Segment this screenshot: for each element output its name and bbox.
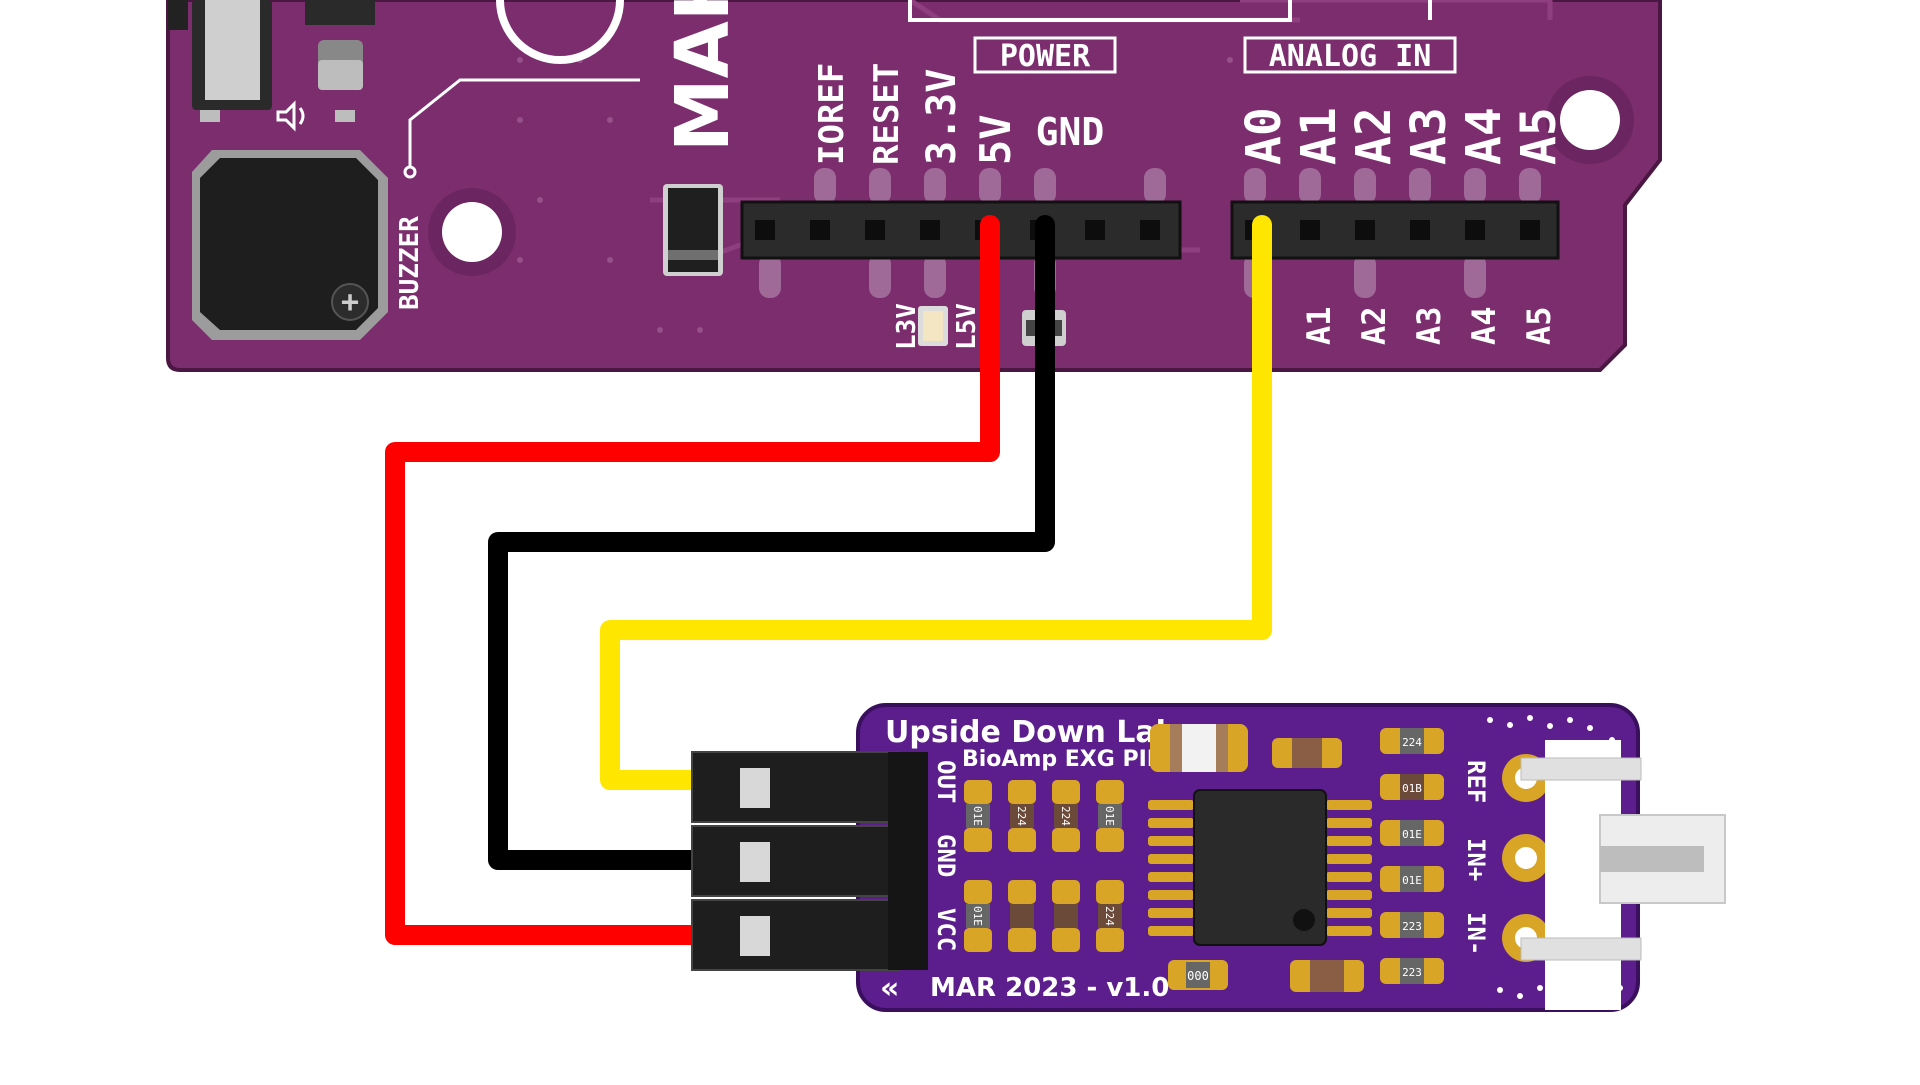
code-01e-a: 01E bbox=[971, 806, 984, 826]
buzzer-trace bbox=[403, 78, 640, 179]
led-label-l3v: L3V bbox=[892, 303, 922, 350]
left-passives: 01E 224 224 01E 01E bbox=[964, 780, 1124, 952]
pin-label-a4-bottom: A4 bbox=[1465, 306, 1503, 345]
power-header bbox=[740, 200, 1182, 260]
smd-part bbox=[305, 0, 375, 25]
code-223-a: 223 bbox=[1402, 920, 1422, 933]
analog-pin-labels-bottom: A1 A2 A3 A4 A5 bbox=[1300, 306, 1558, 345]
top-capacitors bbox=[1150, 724, 1342, 772]
pin-label-a3: A3 bbox=[1401, 107, 1457, 165]
power-switch-knob bbox=[205, 0, 260, 100]
pin-label-gnd: GND bbox=[1036, 110, 1105, 154]
double-chevron-left-icon: « bbox=[880, 971, 899, 1006]
pin-label-a1: A1 bbox=[1291, 107, 1347, 165]
pin-label-a2: A2 bbox=[1346, 107, 1402, 165]
logo-emblem bbox=[496, 0, 624, 64]
smd-part bbox=[335, 110, 355, 122]
electrode-pads bbox=[1502, 754, 1550, 962]
speaker-icon bbox=[276, 100, 305, 132]
pin-label-out: OUT bbox=[932, 760, 960, 803]
mounting-hole-left bbox=[442, 202, 502, 262]
analog-section-box bbox=[1243, 36, 1457, 74]
code-01e-e: 01E bbox=[1402, 874, 1422, 887]
code-224-a: 224 bbox=[1015, 806, 1028, 826]
wires bbox=[385, 215, 1272, 945]
code-01e-b: 01E bbox=[1103, 806, 1116, 826]
bottom-passives: 000 bbox=[1168, 960, 1364, 992]
dupont-out bbox=[691, 751, 899, 823]
code-000: 000 bbox=[1187, 969, 1209, 983]
wire-black-gnd-to-gnd bbox=[488, 215, 1055, 870]
wire-yellow-a0-to-out bbox=[600, 215, 1272, 790]
pin-label-a2-bottom: A2 bbox=[1355, 306, 1393, 345]
bioamp-product: BioAmp EXG PILL bbox=[962, 747, 1175, 772]
code-224-c: 224 bbox=[1103, 906, 1116, 926]
jst-connector bbox=[1520, 740, 1726, 1010]
code-01b: 224 bbox=[1402, 736, 1422, 749]
bioamp-board: Upside Down Labs BioAmp EXG PILL MAR 202… bbox=[691, 703, 1726, 1012]
pin-label-a1-bottom: A1 bbox=[1300, 306, 1338, 345]
code-01e-d: 01E bbox=[1402, 828, 1422, 841]
pin-traces bbox=[759, 168, 1541, 298]
bioamp-brand: Upside Down Labs bbox=[885, 715, 1195, 750]
analog-header bbox=[1230, 200, 1560, 260]
code-01e-c: 01E bbox=[971, 906, 984, 926]
led-label-l5v: L5V bbox=[952, 303, 982, 350]
plus-icon: + bbox=[341, 285, 359, 320]
pin-label-a5-bottom: A5 bbox=[1520, 306, 1558, 345]
pin-label-3v3: 3.3V bbox=[919, 69, 965, 165]
pin-label-bio-gnd: GND bbox=[932, 834, 960, 877]
analog-section-label: ANALOG IN bbox=[1269, 39, 1432, 74]
analog-pin-labels: A0 A1 A2 A3 A4 A5 bbox=[1236, 107, 1567, 165]
pcb-vias bbox=[517, 57, 1493, 333]
diode bbox=[663, 184, 723, 276]
usb-connector bbox=[168, 0, 188, 30]
buzzer-label: BUZZER bbox=[395, 216, 425, 310]
power-section-label: POWER bbox=[1000, 39, 1091, 74]
pin-label-in-plus: IN+ bbox=[1462, 838, 1490, 881]
mounting-hole-right bbox=[1560, 90, 1620, 150]
pin-label-a5: A5 bbox=[1511, 107, 1567, 165]
bioamp-version: MAR 2023 - v1.0 bbox=[930, 973, 1169, 1003]
code-224-b: 224 bbox=[1059, 806, 1072, 826]
wire-red-5v-to-vcc bbox=[385, 215, 1000, 945]
pin-label-a4: A4 bbox=[1456, 107, 1512, 165]
buzzer-component: + bbox=[192, 150, 388, 340]
pin-label-a0: A0 bbox=[1236, 107, 1292, 165]
pin-label-5v: 5V bbox=[971, 114, 1020, 165]
dupont-connectors bbox=[691, 751, 928, 971]
dupont-gnd bbox=[691, 825, 899, 897]
code-223-b: 223 bbox=[1402, 966, 1422, 979]
pin-label-vcc: VCC bbox=[932, 908, 960, 951]
smd-part bbox=[318, 60, 363, 90]
smd-part bbox=[200, 110, 220, 122]
section-frame bbox=[908, 0, 1432, 22]
pin-label-in-minus: IN- bbox=[1462, 912, 1490, 955]
dupont-vcc bbox=[691, 899, 899, 971]
logo-text: MAK bbox=[660, 0, 746, 152]
ic-chip bbox=[1148, 789, 1372, 946]
pin-label-reset: RESET bbox=[867, 63, 907, 165]
right-passives: 224 01B 01E 01E 223 223 bbox=[1380, 728, 1444, 984]
pin-label-ioref: IOREF bbox=[812, 63, 852, 165]
arduino-pcb bbox=[166, 0, 1662, 372]
power-section-box bbox=[973, 36, 1117, 74]
pin-label-a3-bottom: A3 bbox=[1410, 306, 1448, 345]
arduino-board: + BUZZER MAK POWER ANALOG IN IOREF RE bbox=[166, 0, 1662, 372]
pin-label-ref: REF bbox=[1462, 760, 1490, 803]
power-pin-labels: IOREF RESET 3.3V 5V GND bbox=[812, 63, 1104, 165]
code-224-d: 01B bbox=[1402, 782, 1422, 795]
